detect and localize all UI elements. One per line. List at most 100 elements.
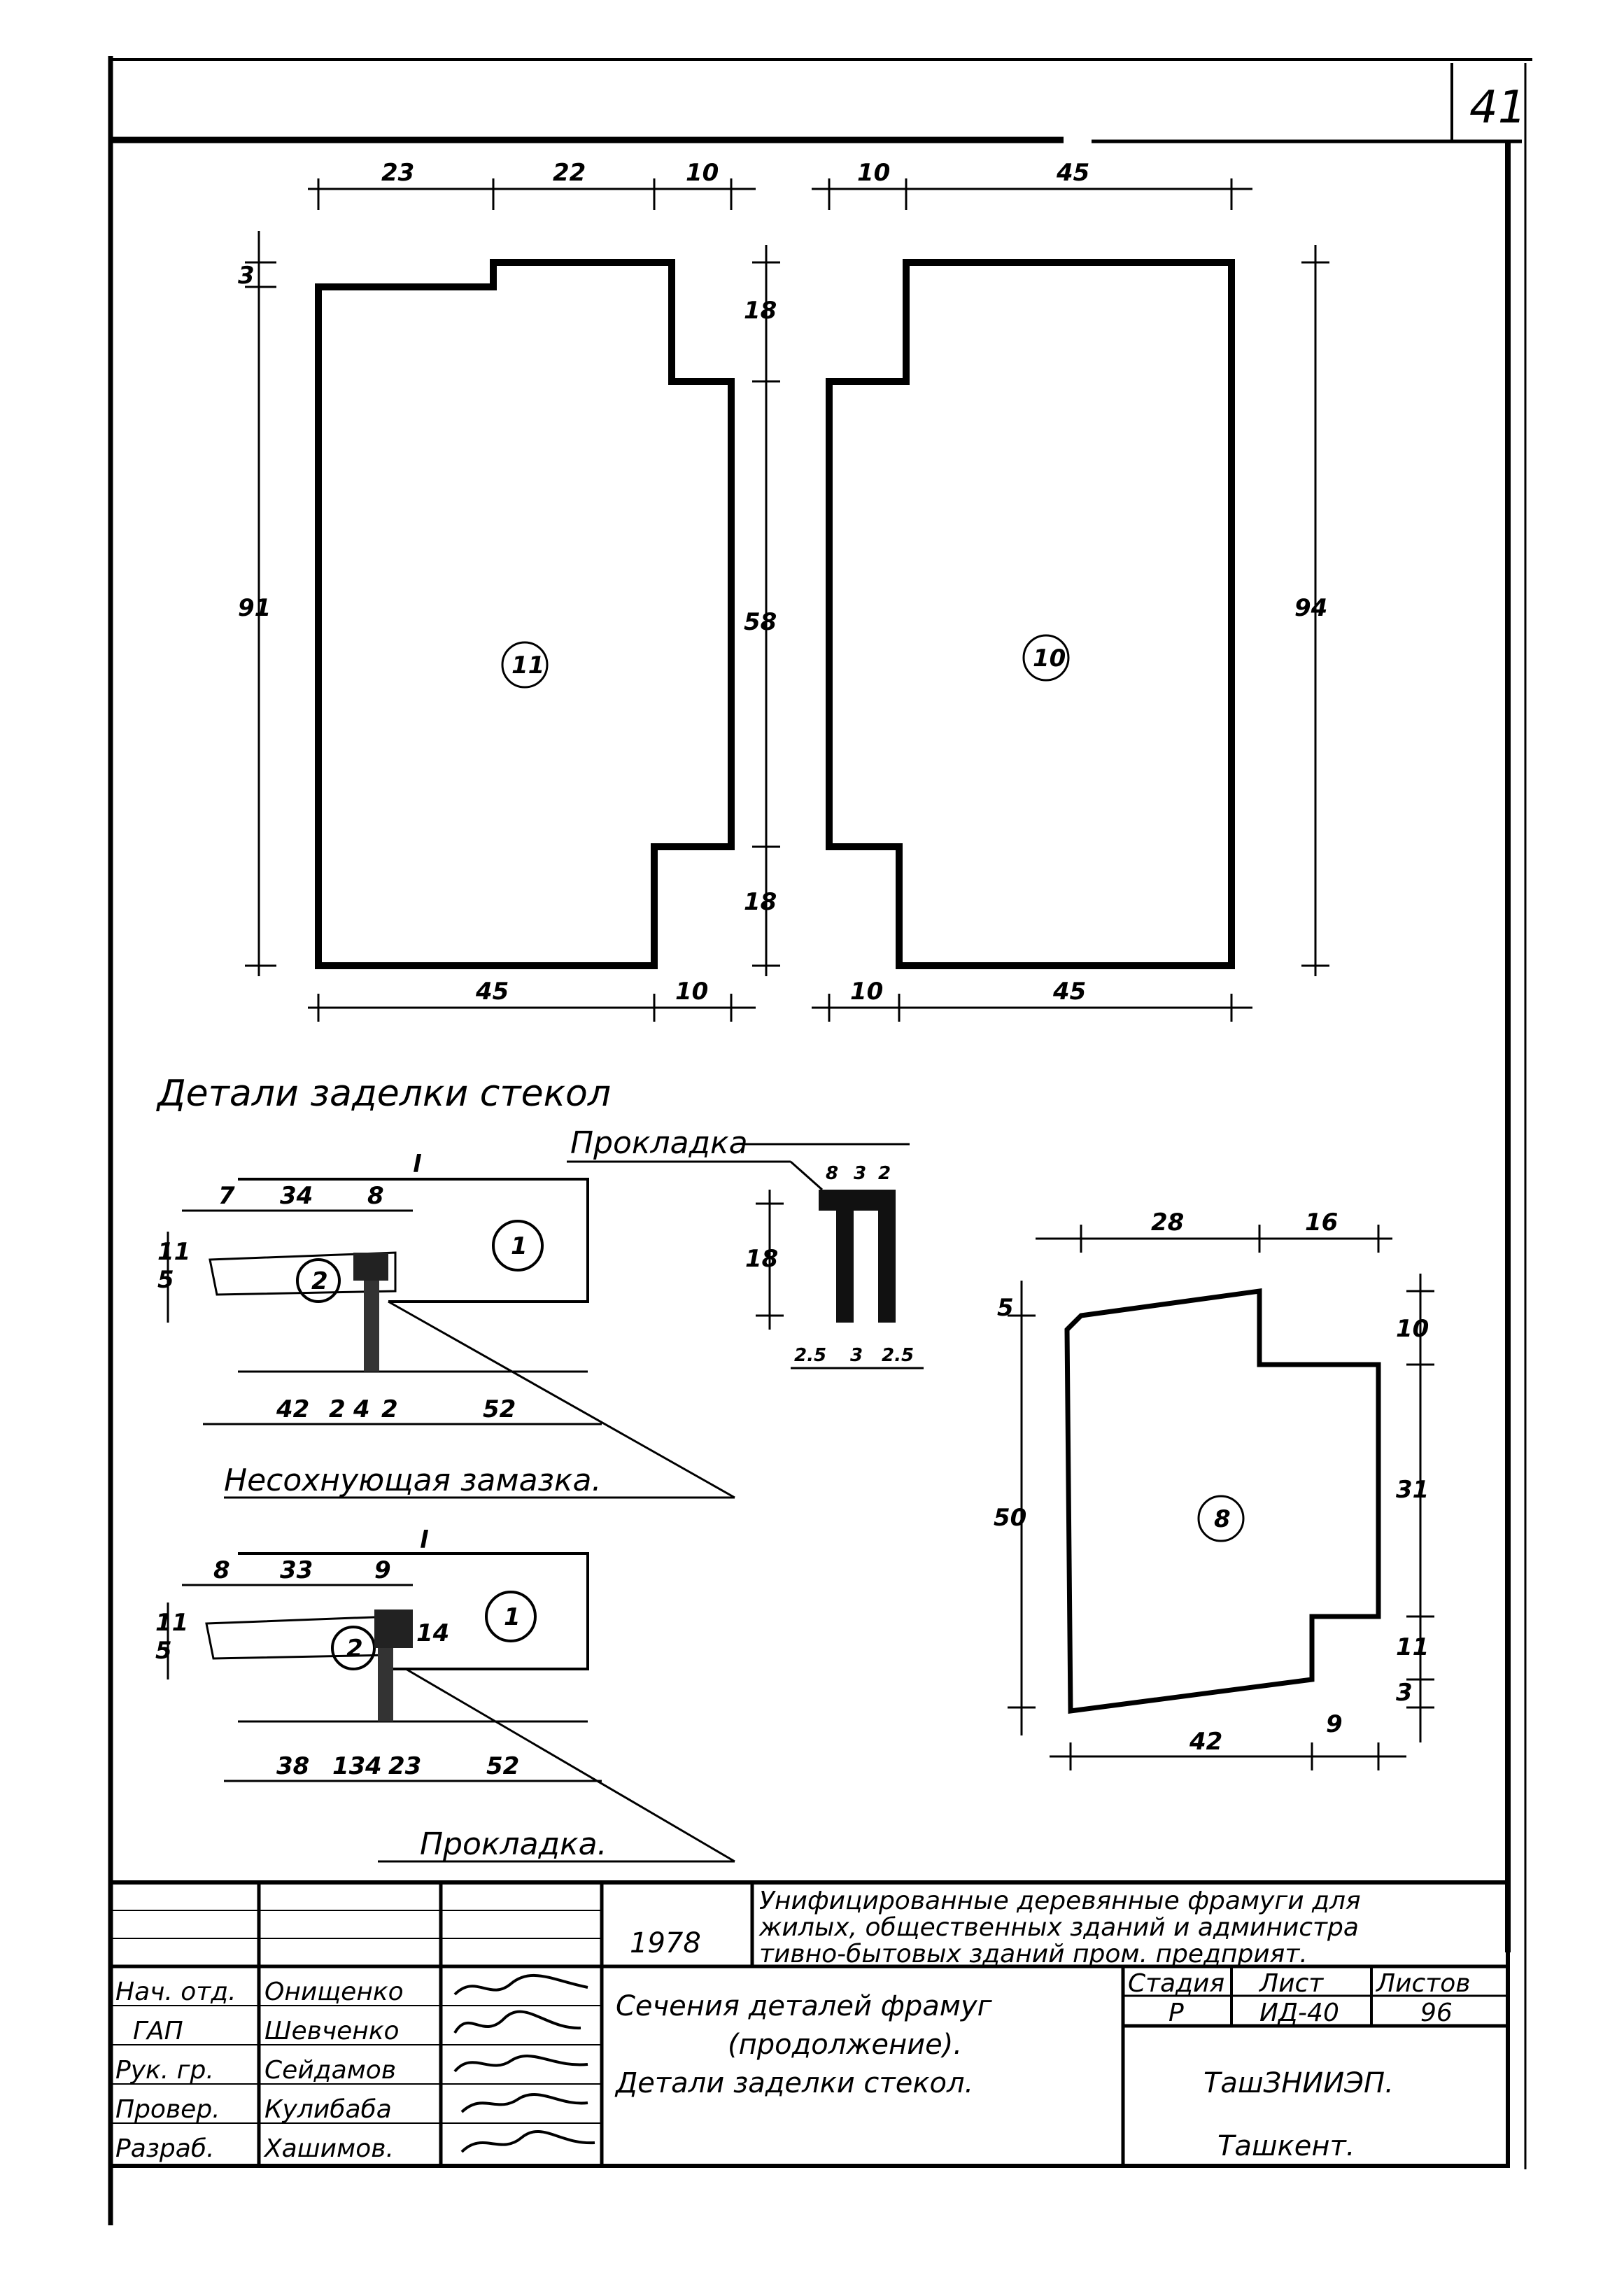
tb-role-0: Нач. отд. [115, 1978, 236, 2006]
glazing-detail-1: 7 34 8 5 11 42 2 4 2 52 1 2 l Несохнующа… [157, 1150, 735, 1499]
tb-stage: Р [1168, 1999, 1184, 2027]
d2-dim-bot-1: 13 [332, 1752, 365, 1780]
tb-sheet: ИД-40 [1259, 1999, 1339, 2027]
tb-name-0: Онищенко [264, 1978, 404, 2006]
tb-sheets: 96 [1420, 1999, 1453, 2027]
d1-dim-top-0: 7 [218, 1182, 235, 1210]
gasket-dim-bot-0: 2.5 [794, 1345, 826, 1366]
d2-dim-top-2: 9 [374, 1556, 391, 1584]
dim-8-right-a: 10 [1396, 1315, 1429, 1343]
dim-8-bot-a: 42 [1189, 1728, 1222, 1756]
dim-10-left-a: 18 [744, 297, 777, 325]
title-block [108, 1880, 1510, 2168]
dim-11-bot-b: 10 [675, 978, 708, 1006]
tb-sheet-title-1: Сечения деталей фрамуг [616, 1990, 993, 2022]
dim-8-right-c: 11 [1396, 1633, 1429, 1661]
section-8: 28 16 5 50 10 31 11 3 42 9 8 [994, 1209, 1434, 1770]
sheet-number: 41 [1469, 82, 1526, 134]
tb-org: ТашЗНИИЭП. [1203, 2067, 1394, 2099]
dim-11-left-a: 3 [238, 262, 255, 290]
dim-8-right-d: 3 [1396, 1679, 1413, 1707]
d1-dim-bot-4: 52 [483, 1395, 516, 1423]
d1-l-mark: l [413, 1150, 422, 1178]
tb-stage-header: Стадия [1128, 1969, 1224, 1998]
putty-label: Несохнующая замазка. [224, 1463, 601, 1498]
dim-11-top-a: 23 [381, 159, 414, 187]
part-label-8: 8 [1214, 1505, 1231, 1533]
tb-project-line-1: Унифицированные деревянные фрамуги для [759, 1887, 1361, 1915]
d2-dim-left-0: 5 [155, 1637, 172, 1665]
dim-10-left-c: 18 [744, 888, 777, 916]
dim-11-top-b: 22 [553, 159, 586, 187]
tb-role-3: Провер. [115, 2095, 220, 2124]
d1-dim-left-0: 5 [157, 1266, 174, 1294]
d2-dim-bot-2: 4 [365, 1752, 382, 1780]
d2-dim-right: 14 [416, 1619, 449, 1647]
tb-year: 1978 [630, 1927, 701, 1959]
glazing-heading: Детали заделки стекол [156, 1073, 611, 1115]
dim-11-left-b: 91 [238, 594, 271, 622]
d1-dim-bot-1: 2 [329, 1395, 346, 1423]
gasket-label-2: Прокладка. [420, 1826, 607, 1862]
d2-dim-bot-4: 52 [486, 1752, 519, 1780]
d1-dim-top-1: 34 [280, 1182, 313, 1210]
tb-sheets-header: Листов [1375, 1969, 1470, 1998]
dim-10-bot-b: 45 [1052, 978, 1086, 1006]
part-label-10: 10 [1033, 645, 1066, 672]
dim-10-top-b: 45 [1056, 159, 1089, 187]
section-11: 23 22 10 3 91 45 10 11 [238, 159, 756, 1022]
tb-name-2: Сейдамов [264, 2056, 396, 2085]
gasket-dim-top-2: 2 [878, 1163, 891, 1184]
dim-10-bot-a: 10 [850, 978, 883, 1006]
gasket-dim-top-0: 8 [826, 1163, 838, 1184]
part-label-11: 11 [511, 652, 544, 679]
dim-8-top-b: 16 [1305, 1209, 1338, 1237]
d2-dim-bot-3: 23 [388, 1752, 421, 1780]
d1-dim-bot-3: 2 [381, 1395, 398, 1423]
d1-part-1: 1 [511, 1232, 528, 1260]
d2-dim-left-1: 11 [155, 1609, 188, 1637]
d2-dim-bot-0: 38 [276, 1752, 309, 1780]
dim-10-left-b: 58 [744, 608, 777, 636]
gasket-label: Прокладка [570, 1125, 748, 1161]
d1-dim-bot-0: 42 [276, 1395, 309, 1423]
d2-l-mark: l [420, 1526, 429, 1554]
section-11-outline [315, 259, 735, 969]
tb-project-line-3: тивно-бытовых зданий пром. предприят. [759, 1940, 1308, 1968]
section-10: 10 45 18 58 18 94 10 45 10 [744, 159, 1329, 1022]
d2-part-2: 2 [346, 1635, 363, 1663]
d2-dim-top-1: 33 [280, 1556, 313, 1584]
tb-role-2: Рук. гр. [115, 2056, 214, 2085]
tb-name-1: Шевченко [264, 2017, 400, 2045]
dim-8-top-a: 28 [1151, 1209, 1184, 1237]
signatures [453, 1973, 595, 2153]
tb-city: Ташкент. [1217, 2130, 1355, 2162]
sheet-frame [108, 56, 1532, 2225]
gasket-dim-bot-2: 2.5 [882, 1345, 914, 1366]
dim-8-left-b: 50 [994, 1504, 1026, 1532]
dim-11-top-c: 10 [686, 159, 719, 187]
glazing-detail-2: 8 33 9 5 11 14 38 13 4 23 52 1 2 l Прокл… [155, 1526, 735, 1863]
tb-sheet-title-2: (продолжение). [728, 2029, 962, 2061]
tb-project-line-2: жилых, общественных зданий и администра [758, 1913, 1359, 1942]
tb-name-3: Кулибаба [264, 2095, 392, 2124]
tb-role-4: Разраб. [115, 2134, 214, 2163]
dim-8-bot-b: 9 [1326, 1710, 1343, 1738]
gasket-dim-bot-1: 3 [850, 1345, 863, 1366]
gasket-dim-top-1: 3 [854, 1163, 866, 1184]
dim-11-bot-a: 45 [475, 978, 509, 1006]
d1-part-2: 2 [311, 1267, 328, 1295]
tb-sheet-title-3: Детали заделки стекол. [614, 2067, 973, 2099]
tb-role-1: ГАП [133, 2017, 183, 2045]
gasket-dim-left: 18 [745, 1245, 778, 1273]
d2-part-1: 1 [504, 1603, 521, 1631]
dim-10-right-a: 94 [1294, 594, 1327, 622]
section-8-outline [1064, 1288, 1381, 1714]
dim-8-left-a: 5 [997, 1294, 1014, 1322]
section-10-outline [826, 259, 1235, 969]
tb-name-4: Хашимов. [263, 2134, 394, 2163]
dim-8-right-b: 31 [1396, 1476, 1429, 1504]
d1-dim-top-2: 8 [367, 1182, 384, 1210]
dim-10-top-a: 10 [857, 159, 890, 187]
